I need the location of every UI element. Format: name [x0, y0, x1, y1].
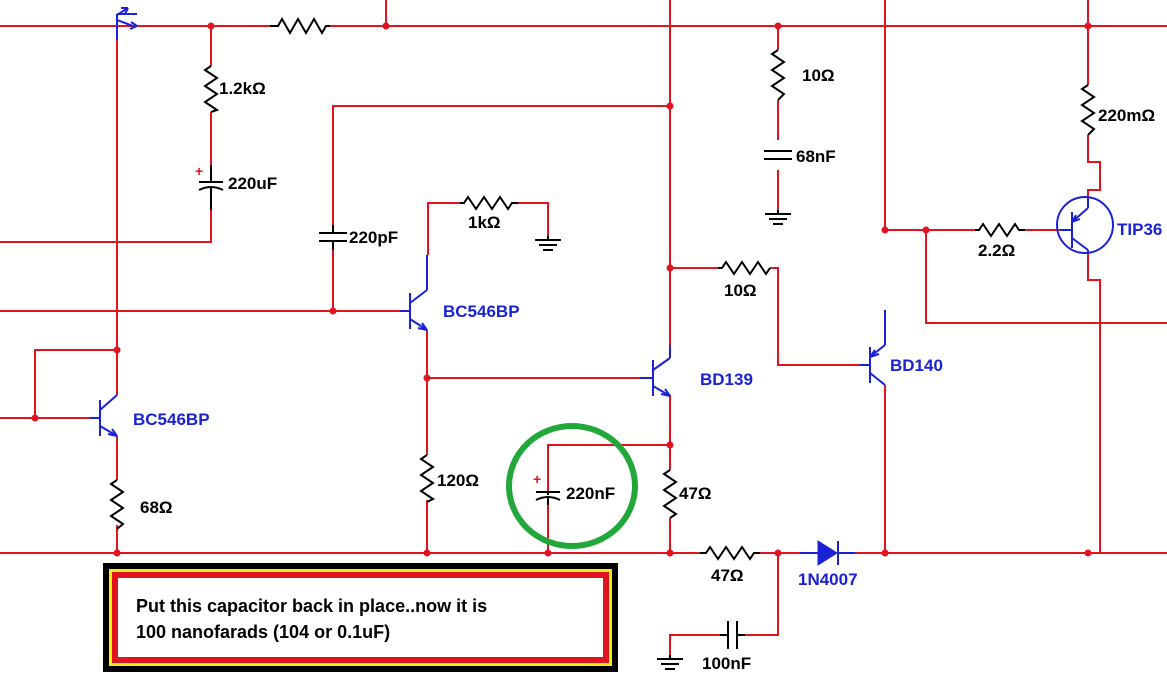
resistor-220m: 220mΩ — [1080, 84, 1155, 136]
note-body: Put this capacitor back in place..now it… — [118, 578, 603, 657]
resistor-68-label: 68Ω — [140, 498, 173, 517]
ground-symbol-1k — [535, 236, 561, 251]
transistor-bd140-label: BD140 — [890, 356, 943, 375]
diode-1n4007-label: 1N4007 — [798, 570, 858, 589]
resistor-47-vertical: 47Ω — [662, 469, 712, 519]
transistor-tip36: TIP36 — [1056, 196, 1162, 254]
resistor-68: 68Ω — [109, 479, 173, 530]
capacitor-220pF: 220pF — [319, 225, 398, 250]
junctions — [31, 22, 1092, 557]
capacitor-220nF-label: 220nF — [566, 484, 615, 503]
capacitor-220nF: + 220nF — [533, 471, 615, 505]
transistor-bc546bp-left: BC546BP — [90, 394, 210, 437]
note-line-2: 100 nanofarads (104 or 0.1uF) — [136, 622, 391, 642]
ground-symbol-100nF — [657, 655, 683, 670]
polarity-mark-220uF: + — [195, 163, 203, 179]
resistor-220m-label: 220mΩ — [1098, 106, 1155, 125]
capacitor-68nF-label: 68nF — [796, 147, 836, 166]
resistor-10-top-label: 10Ω — [802, 66, 835, 85]
resistor-2k2: 2.2Ω — [975, 222, 1025, 260]
resistor-1k2-label: 1.2kΩ — [219, 79, 266, 98]
transistor-bc546bp-middle-label: BC546BP — [443, 302, 520, 321]
annotation-note: Put this capacitor back in place..now it… — [103, 563, 618, 672]
resistor-120: 120Ω — [419, 454, 479, 503]
resistor-47-horizontal: 47Ω — [700, 545, 760, 585]
resistor-47-vertical-label: 47Ω — [679, 484, 712, 503]
resistor-2k2-label: 2.2Ω — [978, 241, 1015, 260]
resistor-1k2: 1.2kΩ — [203, 65, 266, 113]
polarity-mark-220nF: + — [533, 471, 541, 487]
resistor-10-top: 10Ω — [770, 49, 835, 101]
capacitor-220uF-label: 220uF — [228, 174, 277, 193]
resistor-1k: 1kΩ — [460, 195, 518, 232]
transistor-bd140: BD140 — [860, 310, 943, 386]
capacitor-68nF: 68nF — [764, 147, 836, 166]
transistor-bc546bp-left-label: BC546BP — [133, 410, 210, 429]
transistor-tip36-label: TIP36 — [1117, 220, 1162, 239]
resistor-120-label: 120Ω — [437, 471, 479, 490]
transistor-bd139-label: BD139 — [700, 370, 753, 389]
capacitor-100nF: 100nF — [702, 621, 751, 673]
capacitor-220pF-label: 220pF — [349, 228, 398, 247]
resistor-top-unlabeled — [270, 16, 330, 36]
capacitor-100nF-label: 100nF — [702, 654, 751, 673]
resistor-1k-label: 1kΩ — [468, 213, 501, 232]
transistor-top-partial — [116, 7, 138, 40]
resistor-10-mid: 10Ω — [718, 260, 771, 300]
highlight-circle — [506, 423, 638, 549]
diode-1n4007: 1N4007 — [798, 540, 858, 589]
note-border-red: Put this capacitor back in place..now it… — [112, 572, 609, 663]
resistor-47-horizontal-label: 47Ω — [711, 566, 744, 585]
ground-symbol-68nF — [765, 210, 791, 225]
note-border-yellow: Put this capacitor back in place..now it… — [109, 569, 612, 666]
wires — [0, 0, 1167, 655]
resistor-10-mid-label: 10Ω — [724, 281, 757, 300]
transistor-bd139: BD139 — [640, 345, 753, 397]
capacitor-220uF: + 220uF — [195, 163, 277, 210]
note-line-1: Put this capacitor back in place..now it… — [136, 596, 488, 616]
transistor-bc546bp-middle: BC546BP — [400, 255, 520, 331]
